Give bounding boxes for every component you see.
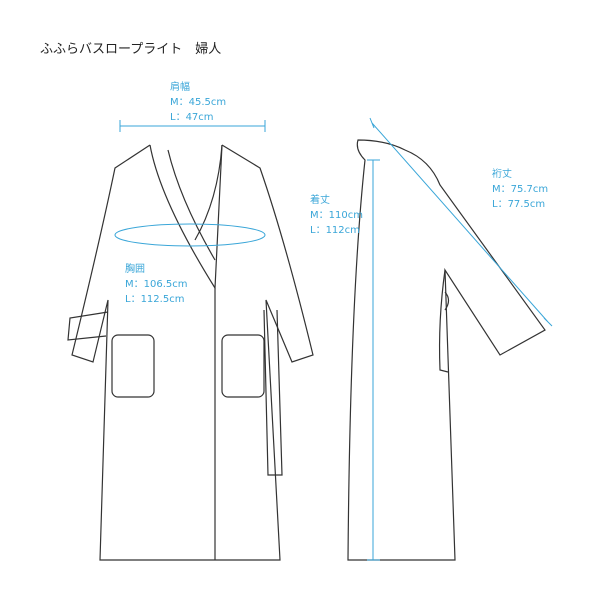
length-m: M：110cm [310, 210, 363, 221]
sleeve-measure: 裄丈 M：75.7cm L：77.5cm [492, 167, 548, 212]
chest-m: M：106.5cm [125, 279, 188, 290]
sleeve-label: 裄丈 [492, 169, 512, 180]
measure-lines [114, 117, 553, 561]
length-label: 着丈 [310, 195, 330, 206]
chest-label: 胸囲 [125, 264, 145, 275]
side-robe [347, 139, 546, 561]
shoulder-label: 肩幅 [170, 82, 190, 93]
sleeve-m: M：75.7cm [492, 184, 549, 195]
chest-measure: 胸囲 M：106.5cm L：112.5cm [125, 262, 188, 307]
length-l: L：112cm [310, 225, 360, 236]
chest-l: L：112.5cm [125, 294, 185, 305]
shoulder-measure: 肩幅 M：45.5cm L：47cm [170, 80, 226, 125]
sleeve-l: L：77.5cm [492, 199, 546, 210]
length-measure: 着丈 M：110cm L：112cm [310, 193, 363, 238]
shoulder-l: L：47cm [170, 112, 214, 123]
front-robe [67, 144, 314, 561]
shoulder-m: M：45.5cm [170, 97, 227, 108]
product-title: ふふらバスロープライト 婦人 [40, 42, 222, 57]
